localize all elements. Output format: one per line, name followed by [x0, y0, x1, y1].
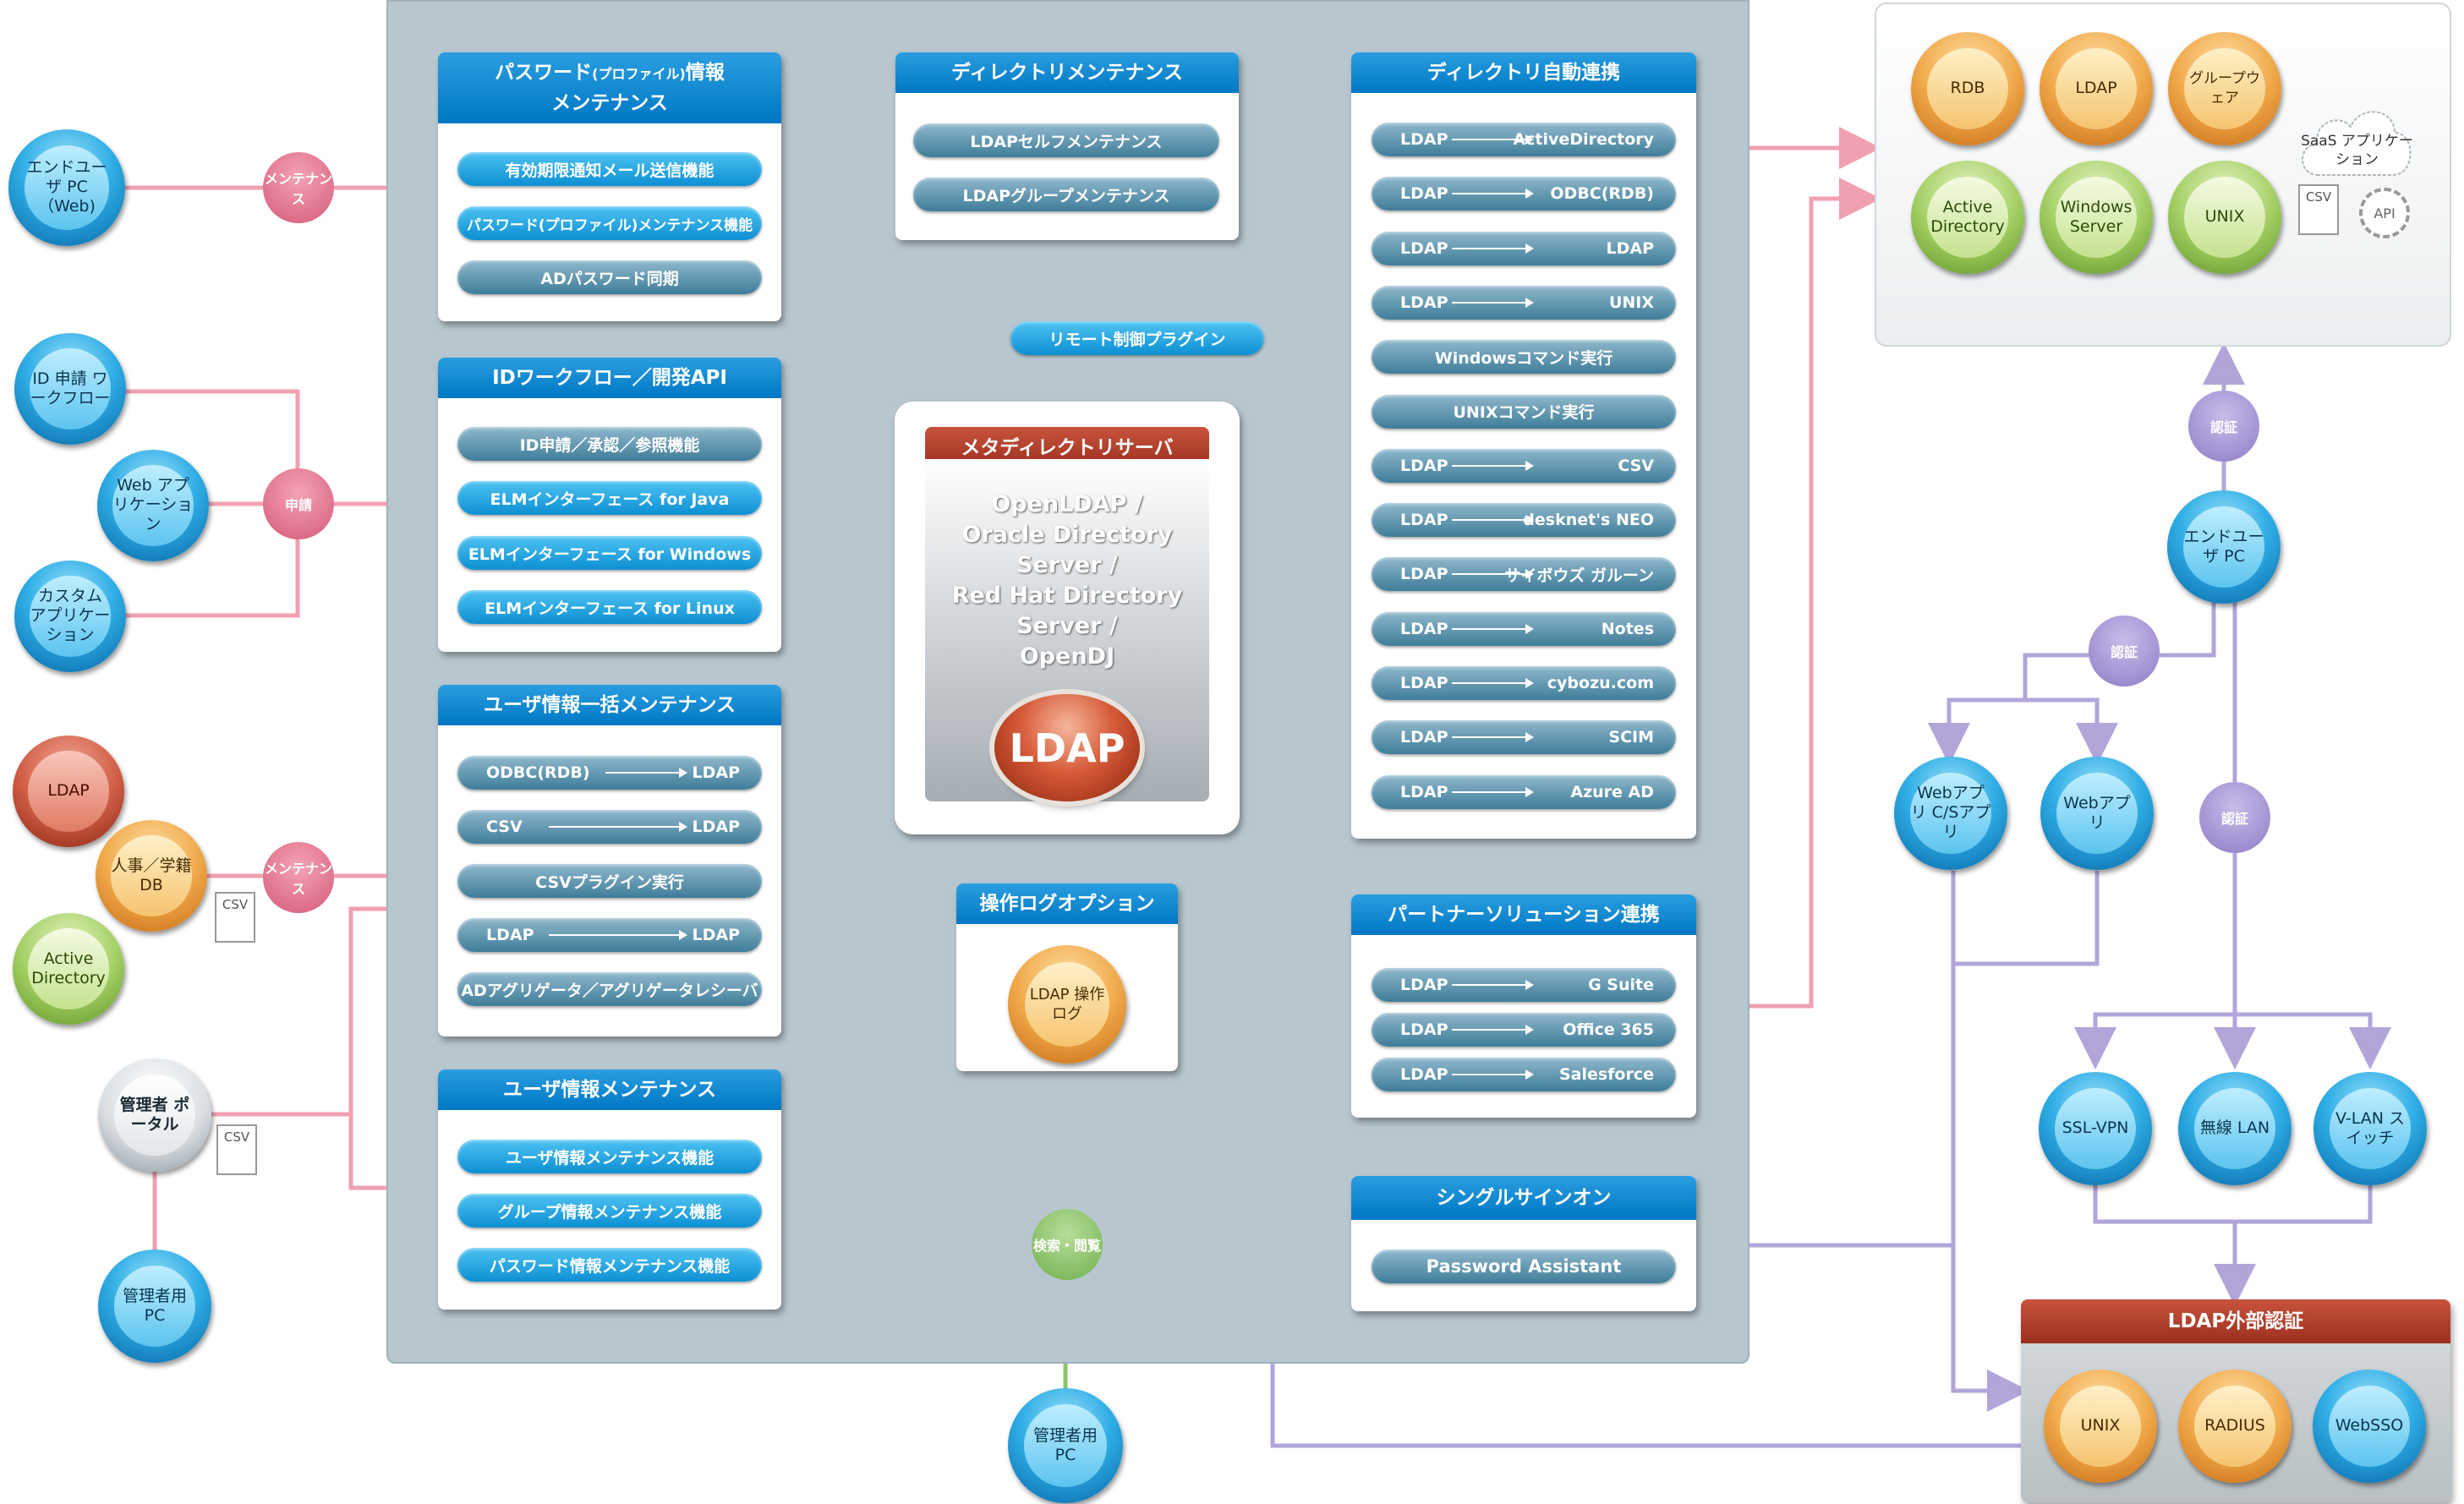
- item-password-info[interactable]: パスワード情報メンテナンス機能: [457, 1248, 762, 1282]
- saas-cloud-icon: [2302, 111, 2412, 176]
- password-maintenance-title: パスワード(プロファイル)情報 メンテナンス: [438, 52, 781, 123]
- item-csv-plugin[interactable]: CSVプラグイン実行: [457, 864, 762, 898]
- auth-hub: 認証: [2089, 615, 2160, 686]
- windows-server-target-node[interactable]: Windows Server: [2040, 161, 2153, 274]
- ext-unix-node[interactable]: UNIX: [2044, 1370, 2157, 1483]
- item-elm-linux[interactable]: ELMインターフェース for Linux: [457, 590, 762, 624]
- directory-auto-link-title: ディレクトリ自動連携: [1351, 52, 1696, 93]
- search-browse-hub: 検索・閲覧: [1032, 1209, 1103, 1280]
- single-sign-on-box: シングルサインオン: [1351, 1176, 1696, 1311]
- admin-portal-node[interactable]: 管理者 ポータル: [98, 1058, 211, 1172]
- item-user-info[interactable]: ユーザ情報メンテナンス機能: [457, 1140, 762, 1173]
- web-application-node[interactable]: Web アプリケーション: [97, 450, 209, 561]
- rdb-target-node[interactable]: RDB: [1911, 32, 2024, 145]
- single-sign-on-title: シングルサインオン: [1351, 1176, 1696, 1220]
- ldap-database-icon: LDAP: [994, 694, 1140, 801]
- active-directory-target-node[interactable]: Active Directory: [1911, 161, 2024, 274]
- item-elm-java[interactable]: ELMインターフェース for Java: [457, 481, 762, 515]
- enduser-pc-node[interactable]: エンドユーザ PC: [2167, 490, 2281, 604]
- item-ad-password-sync[interactable]: ADパスワード同期: [457, 260, 762, 294]
- autolink-item[interactable]: UNIXコマンド実行: [1372, 394, 1676, 429]
- custom-application-node[interactable]: カスタム アプリケーション: [14, 561, 126, 672]
- ext-websso-node[interactable]: WebSSO: [2313, 1370, 2426, 1483]
- csv-file-icon: CSV: [2298, 184, 2339, 235]
- item-elm-windows[interactable]: ELMインターフェース for Windows: [457, 536, 762, 570]
- web-app-node[interactable]: Webアプリ: [2040, 757, 2154, 870]
- bottom-admin-pc-node[interactable]: 管理者用 PC: [1008, 1388, 1123, 1503]
- enduser-web-pc-node[interactable]: エンドユーザ PC（Web): [8, 129, 125, 246]
- wireless-lan-node[interactable]: 無線 LAN: [2178, 1072, 2292, 1185]
- api-gear-icon: API: [2359, 188, 2410, 238]
- operation-log-title: 操作ログオプション: [956, 883, 1178, 924]
- directory-maintenance-title: ディレクトリメンテナンス: [895, 52, 1239, 93]
- csv-file-icon: CSV: [215, 892, 255, 943]
- maintenance-hub: メンテナンス: [263, 152, 334, 223]
- ldap-source-node[interactable]: LDAP: [13, 736, 124, 847]
- admin-pc-node[interactable]: 管理者用 PC: [98, 1250, 211, 1363]
- apply-hub: 申請: [263, 468, 334, 539]
- ldap-external-auth-title: LDAP外部認証: [2021, 1299, 2450, 1343]
- unix-target-node[interactable]: UNIX: [2168, 161, 2281, 274]
- saas-application-label: SaaS アプリケーション: [2301, 133, 2413, 168]
- metadirectory-server: OpenLDAP / Oracle Directory Server / Red…: [925, 459, 1209, 801]
- id-workflow-node[interactable]: ID 申請 ワークフロー: [14, 333, 126, 445]
- ssl-vpn-node[interactable]: SSL-VPN: [2039, 1072, 2152, 1185]
- active-directory-source-node[interactable]: Active Directory: [13, 913, 124, 1025]
- bulk-maintenance-title: ユーザ情報一括メンテナンス: [438, 685, 781, 725]
- item-expiry-mail[interactable]: 有効期限通知メール送信機能: [457, 152, 762, 186]
- item-odbc-ldap[interactable]: ODBC(RDB)LDAP: [457, 756, 762, 790]
- item-id-request[interactable]: ID申請／承認／参照機能: [457, 427, 762, 461]
- groupware-target-node[interactable]: グループウェア: [2168, 32, 2281, 145]
- auth-hub: 認証: [2188, 391, 2259, 462]
- item-profile-maintenance[interactable]: パスワード(プロファイル)メンテナンス機能: [457, 206, 762, 240]
- ldap-target-node[interactable]: LDAP: [2040, 32, 2153, 145]
- remote-control-plugin[interactable]: リモート制御プラグイン: [1010, 321, 1264, 355]
- item-ad-aggregator[interactable]: ADアグリゲータ／アグリゲータレシーバ: [457, 972, 762, 1006]
- user-maintenance-title: ユーザ情報メンテナンス: [438, 1069, 781, 1110]
- id-workflow-title: IDワークフロー／開発API: [438, 358, 781, 398]
- web-cs-app-node[interactable]: Webアプリ C/Sアプリ: [1894, 757, 2007, 870]
- csv-file-icon: CSV: [216, 1124, 257, 1175]
- ldap-operation-log-node: LDAP 操作ログ: [1008, 945, 1126, 1064]
- hr-db-node[interactable]: 人事／学籍 DB: [96, 820, 207, 932]
- vlan-switch-node[interactable]: V-LAN スイッチ: [2313, 1072, 2427, 1185]
- maintenance-hub: メンテナンス: [263, 842, 334, 913]
- item-password-assistant[interactable]: Password Assistant: [1372, 1250, 1676, 1283]
- item-group-info[interactable]: グループ情報メンテナンス機能: [457, 1194, 762, 1228]
- autolink-item[interactable]: Windowsコマンド実行: [1372, 340, 1676, 375]
- partner-solution-title: パートナーソリューション連携: [1351, 894, 1696, 935]
- item-ldap-self[interactable]: LDAPセルフメンテナンス: [913, 123, 1219, 157]
- auth-hub: 認証: [2199, 782, 2270, 853]
- item-ldap-group[interactable]: LDAPグループメンテナンス: [913, 178, 1219, 211]
- ext-radius-node[interactable]: RADIUS: [2178, 1370, 2292, 1483]
